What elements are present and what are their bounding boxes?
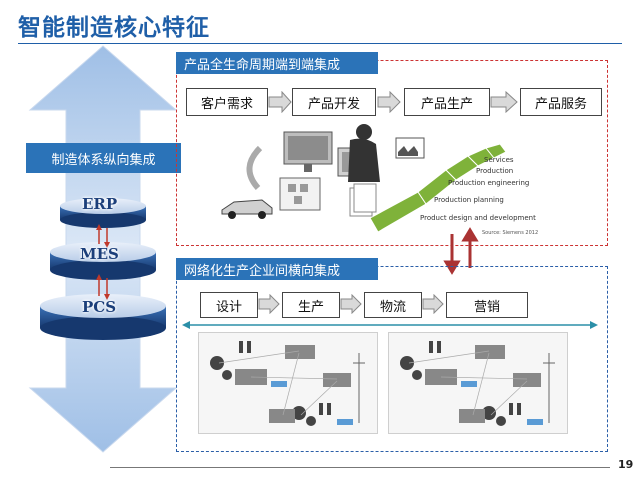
erp-disk — [60, 198, 146, 228]
erp-label: ERP — [82, 195, 118, 213]
flow-step-production: 生产 — [282, 292, 340, 318]
truck-icon — [271, 381, 287, 387]
computer-icon — [283, 131, 333, 172]
lifecycle-illustration — [221, 124, 507, 233]
truck-icon — [337, 419, 353, 425]
flow-step-design: 设计 — [200, 292, 258, 318]
stage-label-production-engineering: Production engineering — [448, 179, 530, 187]
factory-network-diagram-right — [388, 332, 568, 434]
drawing-sheets-icon — [349, 183, 377, 217]
network-flow-arrows — [258, 294, 444, 314]
layer-connector-arrows — [98, 228, 108, 296]
gear-icon — [210, 356, 224, 370]
engineer-icon — [348, 124, 380, 182]
gear-icon — [292, 406, 306, 420]
pcs-disk — [40, 294, 166, 340]
truck-icon — [461, 381, 477, 387]
factory-icon — [395, 137, 425, 159]
machine-icon — [279, 177, 321, 211]
factory-icon — [323, 373, 351, 387]
flow-step-marketing: 营销 — [446, 292, 528, 318]
flow-step-customer-demand: 客户需求 — [186, 88, 268, 116]
lifecycle-panel-header: 产品全生命周期端到端集成 — [176, 52, 378, 74]
gear-icon — [496, 416, 506, 426]
panel-connector-arrows — [443, 227, 479, 275]
truck-icon — [527, 419, 543, 425]
car-icon — [221, 199, 273, 219]
vertical-integration-label: 制造体系纵向集成 — [26, 143, 181, 173]
gear-icon — [222, 370, 232, 380]
flow-step-product-production: 产品生产 — [404, 88, 490, 116]
flow-step-product-service: 产品服务 — [520, 88, 602, 116]
gear-icon — [306, 416, 316, 426]
page-number: 19 — [618, 458, 634, 471]
factory-icon — [459, 409, 485, 423]
factory-network-diagram-left — [198, 332, 378, 434]
stage-label-production-planning: Production planning — [434, 196, 504, 204]
flow-step-logistics: 物流 — [364, 292, 422, 318]
factory-icon — [513, 373, 541, 387]
title-divider — [18, 43, 622, 44]
flow-arrow-icon — [422, 294, 444, 314]
pcs-label: PCS — [82, 298, 117, 316]
factory-icon — [285, 345, 315, 359]
factory-icon — [475, 345, 505, 359]
flow-arrow-icon — [490, 91, 518, 113]
flow-arrow-icon — [268, 91, 292, 113]
network-panel-header: 网络化生产企业间横向集成 — [176, 258, 378, 280]
stage-label-services: Services — [484, 156, 514, 164]
gear-icon — [412, 370, 422, 380]
page-title: 智能制造核心特征 — [18, 15, 210, 41]
stage-label-product-design: Product design and development — [420, 214, 536, 222]
factory-icon — [269, 409, 295, 423]
gear-icon — [482, 406, 496, 420]
lifecycle-flow-arrows — [268, 91, 518, 113]
mes-disk — [50, 242, 156, 280]
footer-divider — [110, 467, 610, 468]
gear-icon — [400, 356, 414, 370]
flow-arrow-icon — [258, 294, 280, 314]
horizontal-double-arrow — [182, 321, 598, 329]
flow-arrow-icon — [340, 294, 362, 314]
source-note: Source: Siemens 2012 — [482, 230, 539, 236]
flow-step-product-development: 产品开发 — [292, 88, 376, 116]
flow-arrow-icon — [377, 91, 401, 113]
mes-label: MES — [80, 245, 119, 263]
network-panel — [176, 266, 608, 452]
lifecycle-panel — [176, 60, 608, 246]
stage-label-production: Production — [476, 167, 514, 175]
